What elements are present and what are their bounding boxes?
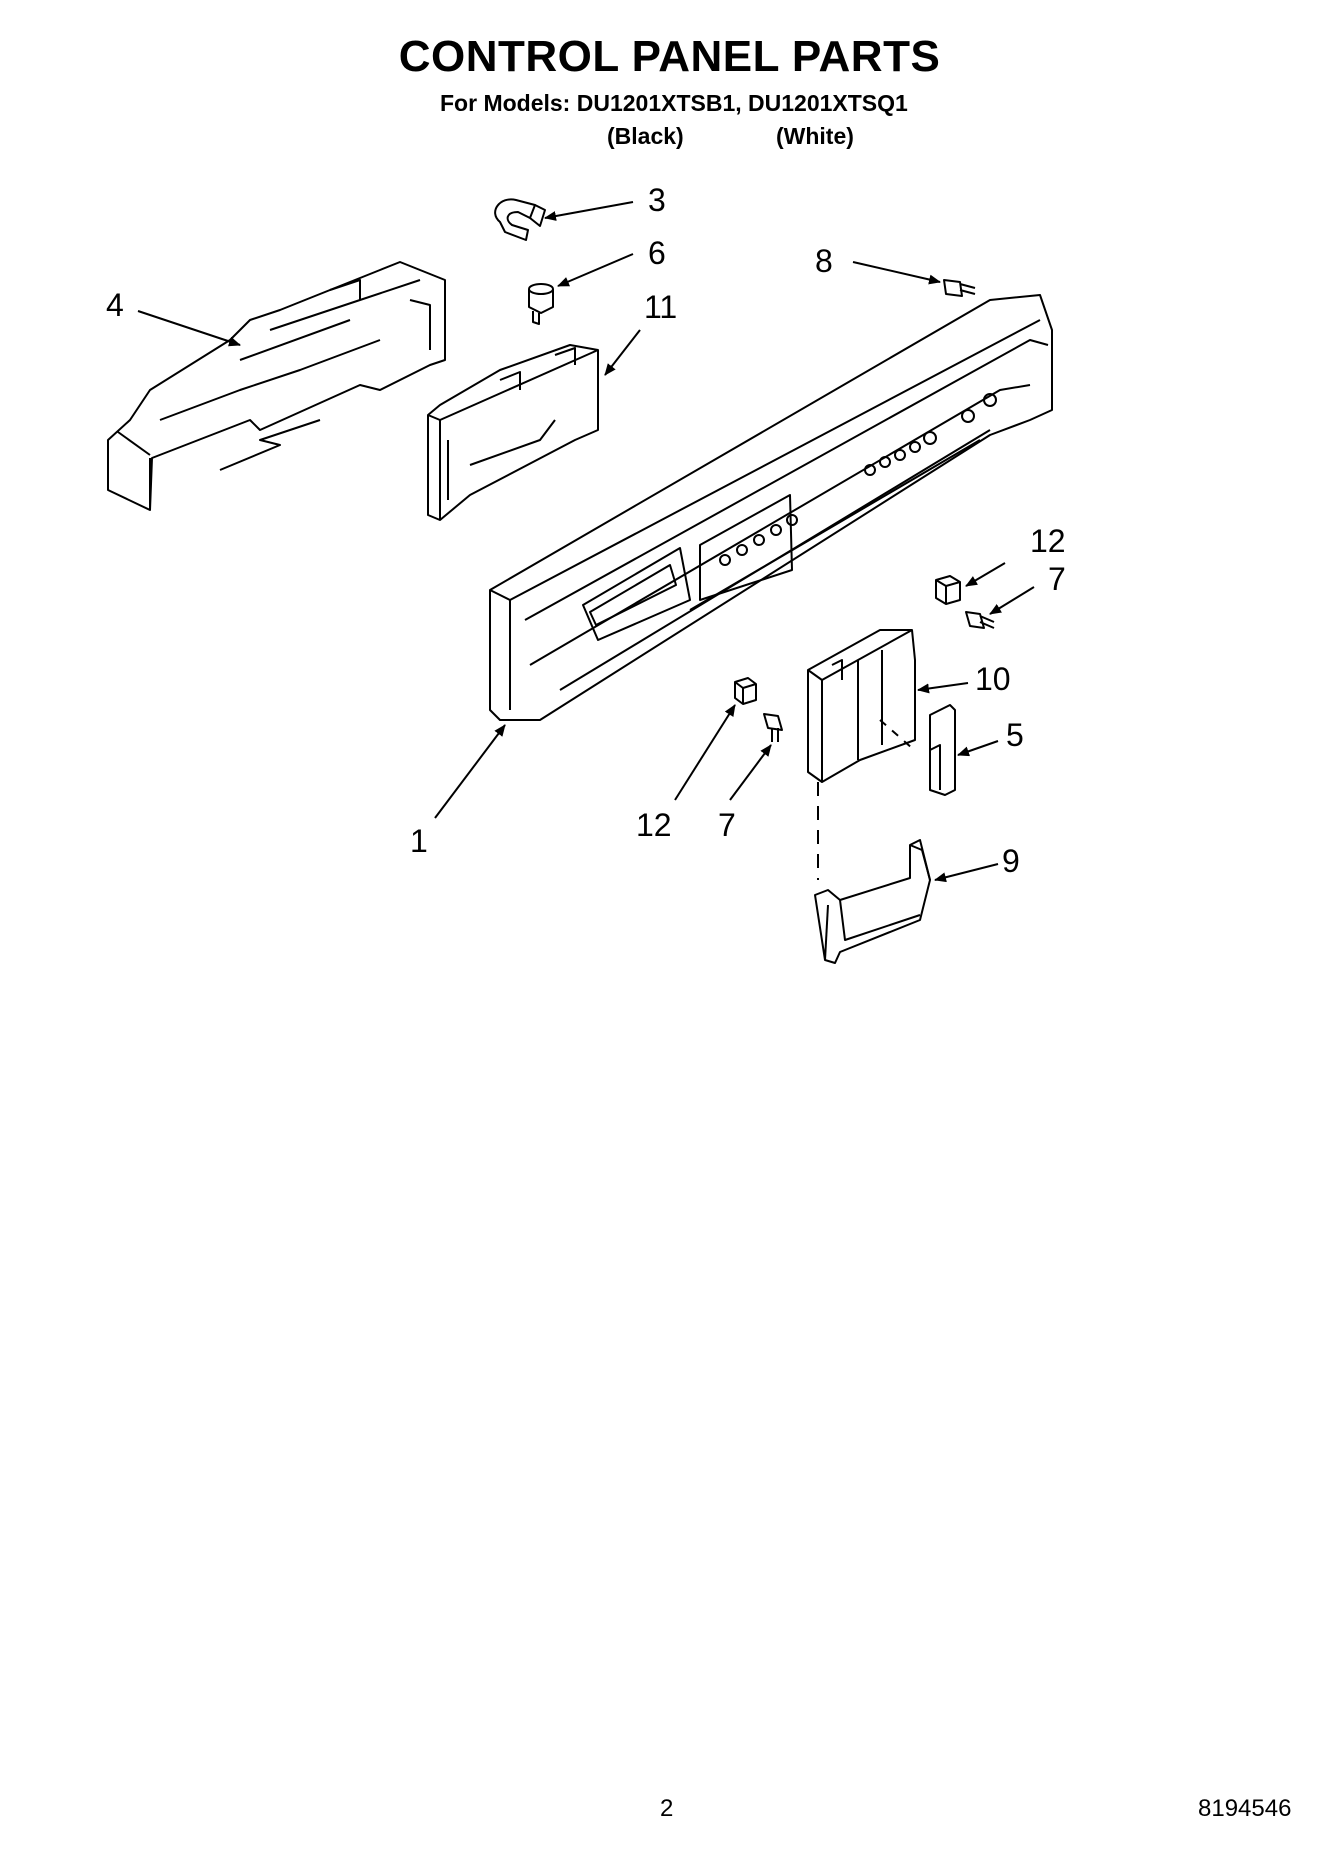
part-12-clip-right	[935, 575, 961, 605]
callout-12-left: 12	[636, 807, 672, 843]
callout-8: 8	[815, 243, 833, 279]
models-line: For Models: DU1201XTSB1, DU1201XTSQ1	[440, 90, 908, 116]
callout-5: 5	[1006, 717, 1024, 753]
part-4-housing	[107, 261, 446, 511]
part-5-bracket-clip	[929, 704, 956, 796]
part-7-screw-right	[965, 611, 995, 629]
callout-7-left: 7	[718, 807, 736, 843]
part-11-control-board	[427, 344, 599, 521]
variant-black: (Black)	[607, 123, 684, 149]
part-7-screw-left	[763, 713, 783, 742]
part-6-cap	[528, 283, 554, 325]
part-9-lower-bracket	[814, 839, 931, 964]
callout-11: 11	[644, 289, 677, 325]
callout-6: 6	[648, 235, 666, 271]
part-12-clip-left	[734, 677, 757, 705]
callout-12-right: 12	[1030, 523, 1066, 559]
page-title: CONTROL PANEL PARTS	[398, 32, 941, 81]
variant-white: (White)	[776, 123, 854, 149]
document-number: 8194546	[1198, 1795, 1292, 1822]
part-1-console-panel	[489, 294, 1053, 721]
page-number: 2	[660, 1795, 674, 1822]
callout-4: 4	[106, 287, 124, 323]
callout-3: 3	[648, 182, 666, 218]
callout-1: 1	[410, 823, 428, 859]
part-10-bracket	[807, 629, 916, 783]
callout-9: 9	[1002, 843, 1020, 879]
callout-10: 10	[975, 661, 1011, 697]
part-3-clip	[494, 198, 546, 241]
callout-7-right: 7	[1048, 561, 1066, 597]
part-8-screw	[943, 279, 976, 297]
